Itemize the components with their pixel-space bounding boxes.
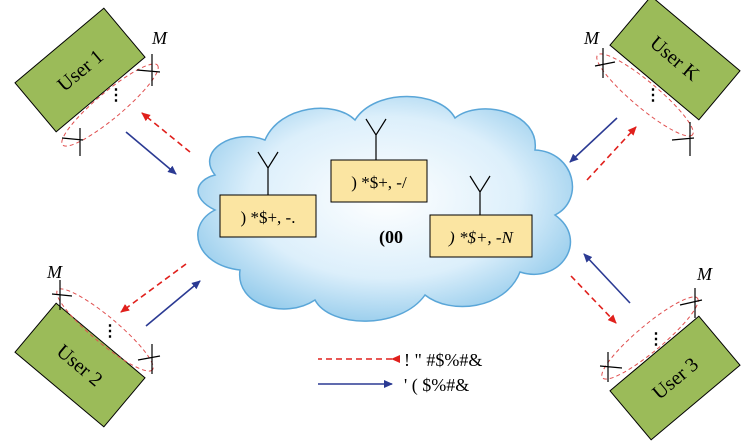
antenna-icon [257,151,279,195]
antenna-icon [51,280,73,310]
dots: ⋮ [645,87,661,104]
solid-arrow [125,131,177,175]
user-k-antennas [594,48,695,156]
antenna-count-label: M [696,264,713,284]
relay-1: ) *$+, -. [219,194,317,238]
relay-box [429,214,533,258]
dashed-arrow [120,263,187,313]
relay-box [330,159,428,203]
relay-3: ) *$+, -N [429,214,533,258]
legend: ! " #$%#& ' ( $%#& [318,350,482,396]
solid-arrow [583,253,631,304]
antenna-array-ellipse [601,296,699,380]
antenna-icon [469,175,491,215]
dashed-arrow [141,112,191,153]
antenna-icon [671,122,695,156]
cloud [197,95,574,322]
legend-solid-label: ' ( $%#& [404,375,469,396]
antenna-count-label: M [583,28,600,48]
user-box [609,0,741,121]
antenna-array-ellipse [61,63,159,147]
antenna-icon [599,352,623,382]
antenna-count-label: M [46,262,63,282]
dots: ⋮ [102,323,118,340]
relay-box [219,194,317,238]
antenna-icon [136,54,161,86]
user-1: User 1 [14,7,146,133]
relay-antennas [257,118,491,215]
user-1-antennas [61,54,161,156]
user-3-antennas [599,288,703,382]
antenna-icon [679,288,703,318]
user-box [14,7,146,133]
dots: ⋮ [648,331,664,348]
antenna-icon [137,344,161,374]
relay-2: ) *$+, -/ [330,159,428,203]
user-3: User 3 [609,315,741,441]
dots: ⋮ [108,87,124,104]
antenna-count-label: M [151,28,168,48]
user-box [609,315,741,441]
dashed-arrow [586,126,637,181]
relay-label: ) *$+, -. [241,208,296,227]
relay-label: ) *$+, -/ [351,173,407,192]
legend-dashed-label: ! " #$%#& [404,350,482,370]
antenna-icon [594,48,616,78]
user-k: User K [609,0,741,121]
cloud-shape [197,95,574,322]
user-2-antennas [51,280,161,374]
antenna-icon [61,128,84,156]
solid-arrow [145,280,201,327]
cloud-label: (00 [379,227,403,248]
solid-arrow [569,117,618,163]
antenna-array-ellipse [596,53,694,137]
user-2: User 2 [14,302,146,428]
user-box [14,302,146,428]
dashed-arrow [570,275,617,324]
relay-label: ) *$+, -N [448,228,515,247]
antenna-icon [365,118,387,160]
